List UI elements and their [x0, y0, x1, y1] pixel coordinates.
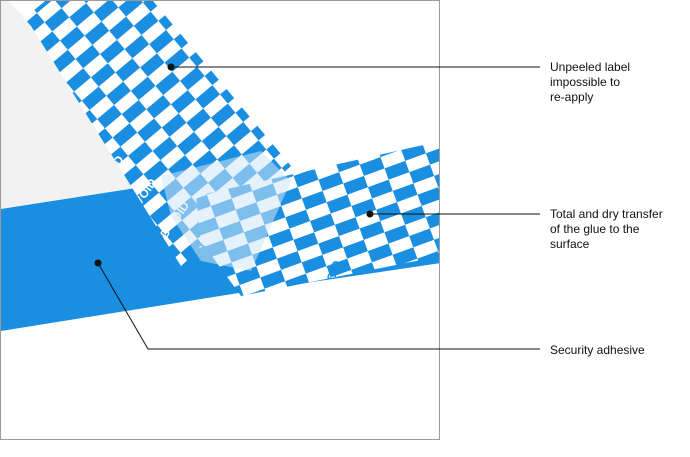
tape-print-text: OPENED VOID	[331, 269, 373, 352]
tape-print-text: OPENED VOID	[415, 299, 440, 382]
tape-fold	[161, 151, 291, 271]
tape-print-text: OPENED VOID	[359, 279, 401, 362]
callout-label-unpeeled: Unpeeled label impossible to re-apply	[550, 60, 631, 104]
backing-surface	[1, 1, 201, 266]
callout-label-adhesive: Security adhesive	[550, 343, 645, 357]
tape-print-text: OPENED VOID	[387, 289, 429, 372]
tamper-evident-tape-photo: OPENED VOID OPENED VOID OPENED VOID OPEN…	[0, 0, 440, 440]
callout-label-glue-transfer: Total and dry transfer of the glue to th…	[550, 207, 663, 251]
